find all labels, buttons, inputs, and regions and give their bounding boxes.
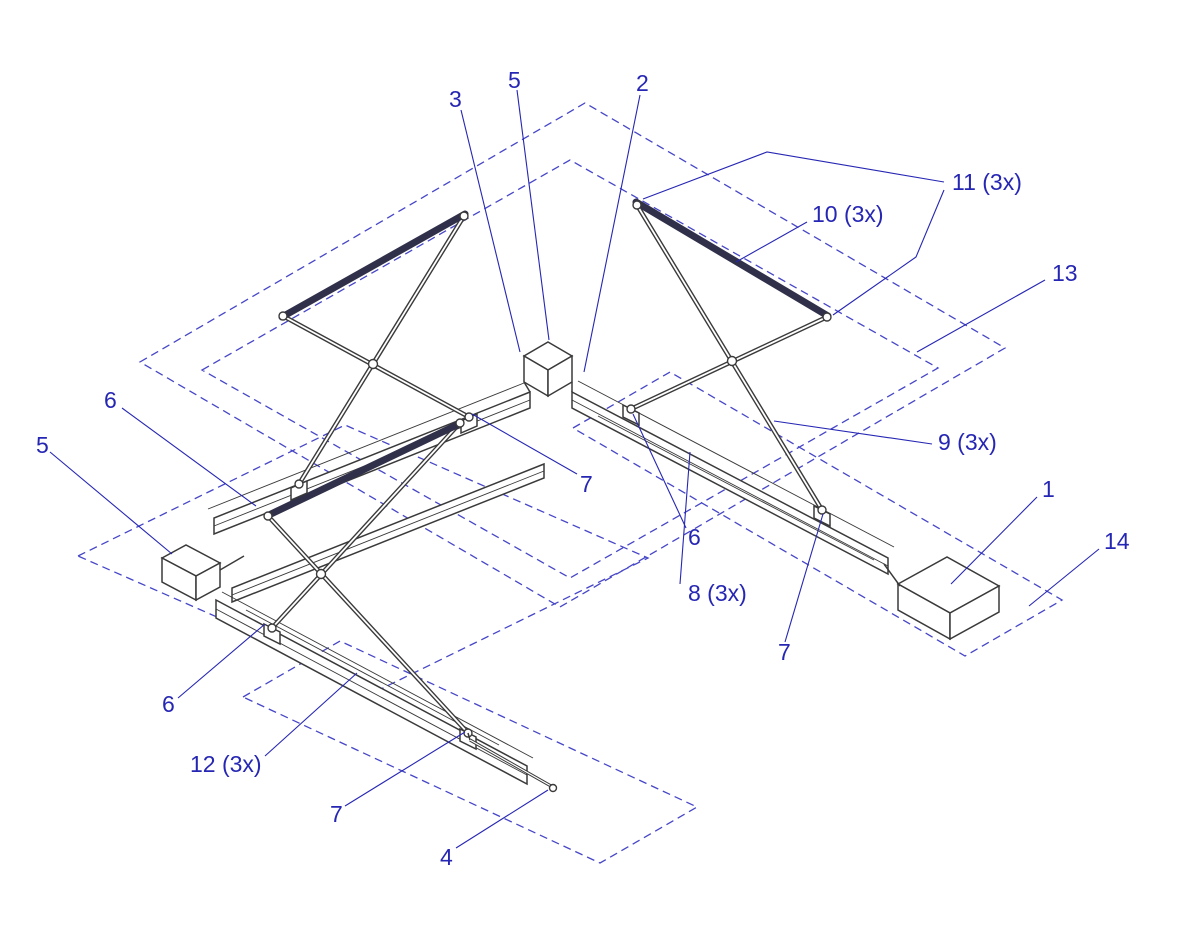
top-bar	[632, 198, 832, 320]
leader-4	[455, 789, 549, 849]
rod-link	[467, 732, 471, 741]
callout-12-label: 12 (3x)	[190, 751, 262, 777]
rail-track-upper-2	[245, 615, 500, 752]
rod-core	[469, 739, 552, 787]
arm-core	[267, 515, 469, 734]
leader-8	[679, 451, 691, 585]
leader-6-bottom	[177, 623, 266, 699]
box-right-face	[195, 561, 221, 602]
scissor-arm	[297, 214, 466, 486]
callout-14-label: 14	[1104, 528, 1130, 554]
leader-3	[460, 109, 521, 353]
pivot-joint	[315, 568, 327, 580]
pivot-joint	[822, 312, 832, 322]
leader-7-right	[784, 513, 824, 643]
leader-6-mid	[632, 413, 687, 529]
rail-accent	[221, 591, 534, 759]
right-scissor	[630, 198, 832, 512]
top-bar	[278, 210, 469, 321]
scissor-arm	[270, 421, 462, 630]
rail-midline	[215, 608, 528, 776]
pivot-joint	[455, 418, 465, 428]
left-rail	[207, 382, 545, 604]
rail-accent	[207, 382, 525, 510]
callout-3-label: 3	[449, 86, 462, 112]
left-end-box	[160, 544, 245, 602]
leader-9	[773, 420, 933, 445]
leader-12	[264, 672, 358, 757]
pivot-joint	[459, 211, 469, 221]
callout-6-mid-label: 6	[688, 524, 701, 550]
callout-7-center-label: 7	[580, 471, 593, 497]
pivot-joint	[367, 358, 379, 370]
pivot-joint	[294, 479, 304, 489]
pivot-joint	[263, 511, 273, 521]
leader-1	[950, 496, 1038, 585]
rod-tip	[548, 783, 558, 793]
pivot-joint	[278, 311, 288, 321]
rail-spindle	[597, 415, 875, 561]
callout-1-label: 1	[1042, 476, 1055, 502]
callout-13-label: 13	[1052, 260, 1078, 286]
pivot-joint	[726, 355, 738, 367]
hub-stub-left	[523, 381, 531, 393]
callout-6-left-label: 6	[104, 387, 117, 413]
scissor-arm	[266, 514, 470, 735]
panel-outline-4	[241, 640, 699, 864]
callout-2-label: 2	[636, 70, 649, 96]
drive-unit-box	[883, 556, 1001, 641]
arm-core	[271, 422, 461, 629]
panel-outline-5	[571, 371, 1064, 657]
rail-midline-lower	[231, 470, 545, 596]
arm-core	[298, 215, 465, 485]
leader-10	[735, 221, 808, 263]
box-right-face	[949, 584, 1000, 641]
callout-7-right-label: 7	[778, 639, 791, 665]
leader-5-top	[516, 89, 550, 341]
callout-9-label: 9 (3x)	[938, 429, 997, 455]
leader-6-left	[121, 407, 257, 507]
rail-midline	[571, 399, 889, 567]
callout-5-top-label: 5	[508, 67, 521, 93]
leader-13	[916, 279, 1046, 353]
callout-6-bottom-label: 6	[162, 691, 175, 717]
panel-outline-3	[76, 424, 650, 690]
box-stub	[883, 563, 901, 587]
callout-8-label: 8 (3x)	[688, 580, 747, 606]
panel-outlines	[76, 102, 1064, 864]
pivot-joint	[267, 623, 277, 633]
right-rail	[571, 380, 895, 576]
leader-5-left	[49, 451, 173, 555]
leader-lines	[49, 89, 1100, 849]
pivot-joint	[817, 505, 827, 515]
leader-7-center	[471, 413, 578, 475]
guide-rod	[467, 732, 558, 793]
callout-5-left-label: 5	[36, 432, 49, 458]
pivot-joint	[632, 200, 642, 210]
callout-11-label: 11 (3x)	[952, 169, 1022, 195]
callout-10-label: 10 (3x)	[812, 201, 884, 227]
hub-right-face	[547, 354, 573, 398]
hub-box	[522, 341, 574, 398]
pivot-joint	[464, 412, 474, 422]
leader-11b	[832, 189, 945, 316]
pivot-joints	[263, 200, 832, 738]
leader-14	[1028, 548, 1100, 607]
leader-2	[583, 94, 641, 373]
bottom-rail	[215, 591, 534, 786]
bottom-scissor	[266, 421, 470, 735]
callout-7-bottom-label: 7	[330, 801, 343, 827]
callout-labels: 3 5 2 11 (3x) 10 (3x) 13 6 5 7 9 (3x) 1 …	[36, 67, 1130, 870]
box-stub	[219, 555, 245, 571]
callout-4-label: 4	[440, 844, 453, 870]
leader-11a	[642, 151, 945, 200]
pivot-joint	[626, 404, 636, 414]
top-bar	[267, 421, 461, 518]
leader-7-bottom	[344, 731, 466, 807]
